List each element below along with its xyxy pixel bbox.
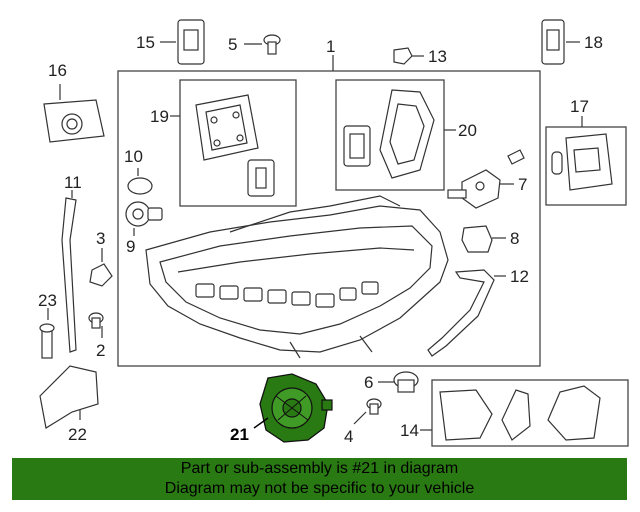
- grommet-6: [393, 371, 419, 393]
- leader-21: [253, 417, 269, 429]
- subassembly-17-frame: [545, 126, 627, 206]
- callout-1: 1: [326, 37, 335, 56]
- callout-15: 15: [136, 33, 155, 52]
- callout-3: 3: [96, 229, 105, 248]
- screw-7a: [507, 149, 525, 165]
- subassembly-14-frame: [431, 379, 629, 447]
- seal-ring-10: [127, 177, 153, 195]
- parts-diagram: 1 19 20 10: [38, 19, 629, 447]
- led-control-module-19: [195, 94, 275, 197]
- clip-3: [89, 263, 113, 287]
- callout-16: 16: [48, 61, 67, 80]
- bolt-23: [39, 323, 55, 359]
- diagram-canvas: 1 19 20 10: [38, 19, 629, 447]
- callout-14: 14: [400, 421, 419, 440]
- plug-13: [393, 47, 413, 65]
- callout-5: 5: [228, 35, 237, 54]
- banner-line-part-reference: Part or sub-assembly is #21 in diagram: [180, 460, 459, 477]
- headlamp-assembly: [145, 195, 449, 359]
- screw-5: [263, 34, 281, 55]
- screw-4: [366, 398, 382, 415]
- bracket-22: [39, 365, 99, 429]
- callout-19: 19: [150, 107, 169, 126]
- callout-6: 6: [364, 373, 373, 392]
- banner-line-disclaimer: Diagram may not be specific to your vehi…: [164, 480, 475, 497]
- callout-20: 20: [458, 121, 477, 140]
- screw-2: [88, 312, 104, 329]
- callout-13: 13: [428, 47, 447, 66]
- callout-22: 22: [68, 425, 87, 444]
- callout-2: 2: [96, 341, 105, 360]
- subassembly-19-frame: [179, 79, 297, 207]
- leader-4: [353, 411, 367, 425]
- control-unit-15: [177, 19, 205, 65]
- callout-9: 9: [126, 237, 135, 256]
- cover-cap-8: [461, 225, 493, 253]
- callout-12: 12: [510, 267, 529, 286]
- main-assembly-frame: [117, 70, 541, 367]
- callout-18: 18: [584, 33, 603, 52]
- mounting-brackets-14: [439, 385, 601, 441]
- callout-21: 21: [230, 425, 249, 444]
- vent-hose-11: [61, 197, 77, 353]
- control-unit-18: [541, 19, 565, 65]
- control-module-17: [551, 133, 613, 191]
- callout-23: 23: [38, 291, 57, 310]
- subassembly-20-frame: [335, 79, 445, 191]
- control-unit-15-detail: [183, 29, 199, 51]
- ballast-16: [43, 99, 105, 143]
- info-banner: Part or sub-assembly is #21 in diagram D…: [12, 458, 627, 500]
- seal-strip-12: [427, 269, 495, 357]
- leveling-motor-7: [447, 169, 501, 209]
- callout-11: 11: [64, 173, 82, 192]
- led-driver-module-20: [343, 89, 435, 179]
- callout-8: 8: [510, 229, 519, 248]
- callout-4: 4: [344, 427, 353, 446]
- highlighted-part-21: [259, 373, 333, 443]
- callout-10: 10: [124, 147, 143, 166]
- bulb-socket-9: [125, 201, 163, 227]
- callout-17: 17: [570, 97, 589, 116]
- callout-7: 7: [518, 175, 527, 194]
- control-unit-18-detail: [546, 29, 560, 51]
